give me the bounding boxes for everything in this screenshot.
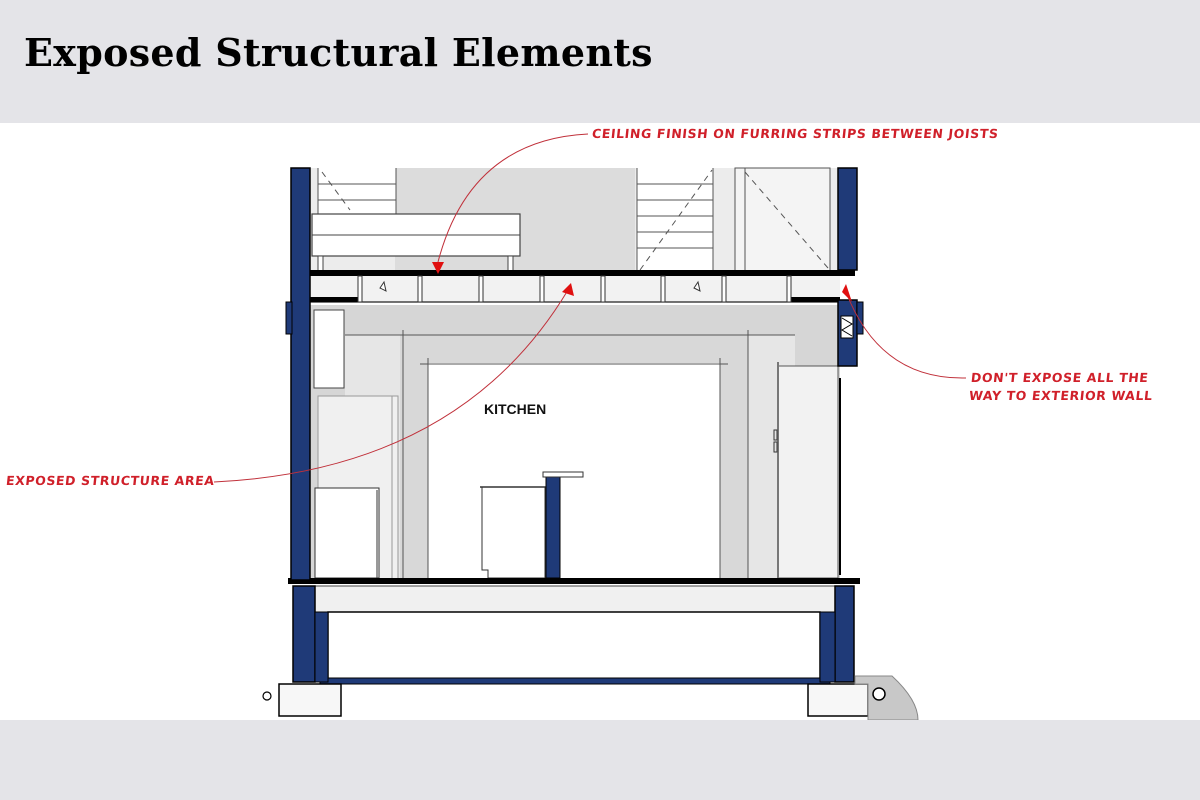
room-label-kitchen: KITCHEN xyxy=(484,401,547,417)
section-drawing: KITCHEN CEILING FINISH ON FURRING STRIPS… xyxy=(0,123,1200,720)
annotation-leaders xyxy=(213,133,967,483)
building-section-svg xyxy=(213,133,967,720)
annotation-ceiling-finish: CEILING FINISH ON FURRING STRIPS BETWEEN… xyxy=(591,126,1000,141)
annotation-arrowheads xyxy=(432,262,852,302)
annotation-dont-expose-line2: WAY TO EXTERIOR WALL xyxy=(968,388,1154,403)
annotation-dont-expose-line1: DON'T EXPOSE ALL THE xyxy=(970,370,1150,385)
exterior-wall-right xyxy=(819,167,864,683)
pendant-lights xyxy=(379,280,701,292)
slide-title: Exposed Structural Elements xyxy=(24,30,653,75)
slide-header: Exposed Structural Elements xyxy=(0,0,1200,123)
upper-stair-left xyxy=(317,168,397,216)
annotation-dont-expose: DON'T EXPOSE ALL THE WAY TO EXTERIOR WAL… xyxy=(968,369,1155,405)
exterior-wall-left xyxy=(285,167,329,683)
slide-footer xyxy=(0,720,1200,800)
annotation-exposed-area: EXPOSED STRUCTURE AREA xyxy=(5,473,216,488)
joists xyxy=(357,275,792,303)
